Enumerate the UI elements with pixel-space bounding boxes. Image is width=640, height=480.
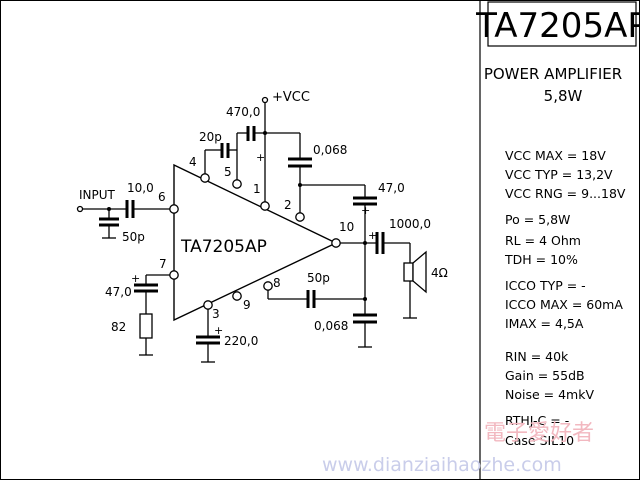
cap-20p-label: 20p [199,130,222,144]
pin-number: 2 [284,198,292,212]
cap-10-label: 10,0 [127,181,154,195]
cap-220-label: 220,0 [224,334,258,348]
speaker-icon [403,262,414,282]
pin-8 [263,281,273,291]
amplifier-triangle [173,163,338,322]
pin-number: 6 [158,190,166,204]
cap-0068-top-label: 0,068 [313,143,347,157]
pin-number: 4 [189,155,197,169]
spec-rl: RL = 4 Ohm [505,233,581,248]
plus-sign: + [131,272,140,285]
pin-5 [232,179,242,189]
vcc-label: +VCC [272,90,310,105]
pin-group [169,173,341,310]
title-box [487,1,637,47]
spec-vcc-max: VCC MAX = 18V [505,148,606,163]
pin-3 [203,300,213,310]
pin-1 [260,201,270,211]
pin-9 [232,291,242,301]
spec-tdh: TDH = 10% [504,252,578,267]
header-line1: POWER AMPLIFIER [484,65,622,83]
junction-dot [363,297,367,301]
speaker-label: 4Ω [431,266,448,280]
pin-number: 10 [339,220,354,234]
cap-1000-label: 1000,0 [389,217,431,231]
spec-po: Po = 5,8W [505,212,570,227]
pin-number: 9 [243,298,251,312]
plus-sign: + [361,204,370,217]
spec-rthj: RTHJ-C = - [505,413,569,428]
pin-number: 3 [212,307,220,321]
header-line2: 5,8W [544,87,583,105]
cap-50p-in-label: 50p [122,230,145,244]
vcc-terminal [261,96,269,104]
pin-4 [200,173,210,183]
watermark-chinese: 電子愛好者 [484,421,594,446]
pin-2 [295,212,305,222]
spec-noise: Noise = 4mkV [505,387,594,402]
spec-vcc-typ: VCC TYP = 13,2V [505,167,613,182]
spec-imax: IMAX = 4,5A [505,316,584,331]
plus-sign: + [214,324,223,337]
speaker-cone-icon [412,250,427,294]
pin-numbers: 4 5 1 2 10 6 7 3 9 8 [158,155,354,321]
spec-list: VCC MAX = 18V VCC TYP = 13,2V VCC RNG = … [504,148,626,448]
chip-label: TA7205AP [180,237,267,257]
plus-sign: + [368,229,377,242]
plus-sign: + [256,151,265,164]
pin-number: 8 [273,276,281,290]
input-terminal [76,205,84,213]
watermark-url: www.dianziaihaozhe.com [322,454,562,476]
spec-vcc-rng: VCC RNG = 9...18V [505,186,626,201]
cap-47-top-label: 47,0 [378,181,405,195]
cap-50p-fb-label: 50p [307,271,330,285]
cap-470-label: 470,0 [226,105,260,119]
cap-0068-bot-label: 0,068 [314,319,348,333]
pin-6 [169,204,179,214]
spec-rin: RIN = 40k [505,349,569,364]
spec-icco-typ: ICCO TYP = - [505,278,586,293]
spec-icco-max: ICCO MAX = 60mA [505,297,623,312]
spec-case: Case SIL10 [505,433,574,448]
spec-gain: Gain = 55dB [505,368,585,383]
resistor-82-label: 82 [111,320,126,334]
cap-47-left-label: 47,0 [105,285,132,299]
input-label: INPUT [79,188,116,202]
pin-number: 7 [159,257,167,271]
pin-10 [331,238,341,248]
junction-dot [298,183,302,187]
part-number-title: TA7205AP [475,6,640,46]
resistor-82 [139,313,153,339]
pin-number: 1 [253,182,261,196]
pin-number: 5 [224,165,232,179]
pin-7 [169,270,179,280]
